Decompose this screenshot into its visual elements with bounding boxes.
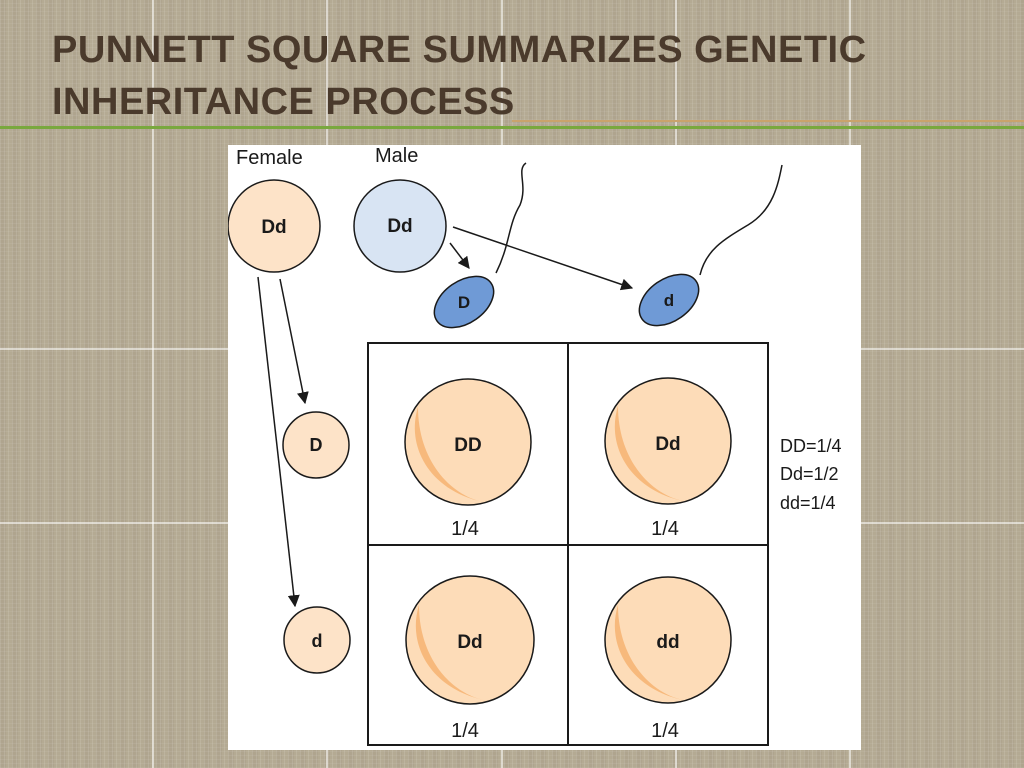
sperm-tail (495, 162, 527, 274)
offspring-genotype: dd (656, 632, 679, 653)
background-gridline (152, 0, 154, 768)
genotype-ratio: DD=1/4 (780, 436, 842, 456)
female-label: Female (236, 147, 303, 169)
male-parent-cell (353, 179, 447, 273)
male-to-sperm-D-arrow (449, 242, 470, 269)
punnett-diagram: Female Male Dd Dd D d D d DD 1/4 Dd 1/4 … (228, 145, 842, 746)
male-to-sperm-d-arrow (452, 226, 634, 291)
sperm-allele: D (458, 293, 470, 312)
offspring-fraction: 1/4 (451, 518, 479, 540)
egg-allele: d (312, 631, 323, 651)
slide-title: PUNNETT SQUARE SUMMARIZES GENETIC INHERI… (52, 24, 952, 128)
genotype-ratio: dd=1/4 (780, 493, 836, 513)
offspring-genotype: Dd (457, 632, 482, 653)
title-underline (0, 126, 1024, 129)
offspring-fraction: 1/4 (451, 720, 479, 742)
offspring-fraction: 1/4 (651, 518, 679, 540)
slide-title-line-1: PUNNETT SQUARE SUMMARIZES GENETIC (52, 29, 867, 71)
sperm-cell-D (433, 275, 495, 329)
offspring-genotype: Dd (655, 434, 680, 455)
genotype-ratio: Dd=1/2 (780, 464, 839, 484)
sperm-tail (699, 164, 783, 276)
male-genotype: Dd (387, 216, 412, 237)
title-underline-accent (512, 120, 1024, 122)
sperm-cell-d (638, 273, 700, 327)
egg-cell-d (283, 606, 351, 674)
female-to-egg-D-arrow (279, 278, 309, 405)
slide-title-line-2: INHERITANCE PROCESS (52, 81, 515, 123)
punnett-figure: Female Male Dd Dd D d D d DD 1/4 Dd 1/4 … (228, 145, 861, 750)
egg-allele: D (310, 435, 323, 455)
offspring-fraction: 1/4 (651, 720, 679, 742)
female-genotype: Dd (261, 217, 286, 238)
sperm-allele: d (664, 291, 674, 310)
male-label: Male (375, 145, 418, 167)
egg-cell-D (282, 411, 350, 479)
offspring-genotype: DD (454, 435, 481, 456)
female-parent-cell (228, 179, 321, 273)
female-to-egg-d-arrow (257, 276, 300, 608)
